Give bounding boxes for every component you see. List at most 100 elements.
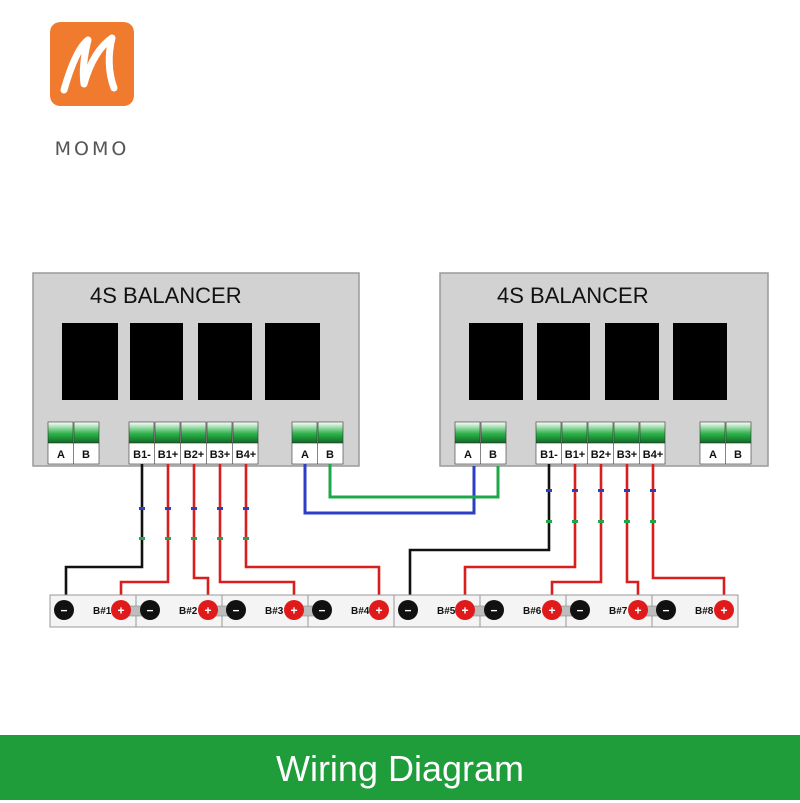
wire-b2-plus (550, 464, 603, 598)
cell-label: B#3 (265, 606, 284, 617)
cell-label: B#7 (609, 606, 628, 617)
wire-b3-plus (218, 464, 296, 598)
terminal-slot (587, 421, 614, 444)
terminal-slot (725, 421, 752, 444)
terminal-label-b3-plus: B3+ (210, 449, 231, 461)
chip (605, 323, 659, 400)
svg-text:+: + (204, 604, 211, 618)
svg-text:−: − (146, 604, 153, 618)
cell-terminal-negative: − − − − − − − − (54, 600, 676, 620)
terminal-label-b4-plus: B4+ (643, 449, 664, 461)
terminal-label-a: A (57, 449, 65, 461)
momo-logo-icon (50, 22, 134, 106)
svg-text:+: + (375, 604, 382, 618)
wire-b2-plus (192, 464, 210, 598)
wiring-diagram: 4S BALANCER A B B1- B1+ B2+ B3+ (32, 272, 769, 628)
terminal-slot (128, 421, 155, 444)
terminal-slot (154, 421, 181, 444)
terminal-slot (561, 421, 588, 444)
balancer-1-title: 4S BALANCER (90, 283, 242, 308)
svg-text:+: + (461, 604, 468, 618)
svg-text:+: + (720, 604, 727, 618)
terminal-slot (639, 421, 666, 444)
footer-banner: Wiring Diagram (0, 735, 800, 800)
svg-text:+: + (634, 604, 641, 618)
terminal-label-a: A (301, 449, 309, 461)
cell-interconnects (127, 605, 662, 617)
terminal-slot (699, 421, 726, 444)
chip (62, 323, 118, 400)
terminal-label-b1-minus: B1- (133, 449, 151, 461)
terminal-slot (317, 421, 344, 444)
terminal-label-b1-minus: B1- (540, 449, 558, 461)
terminal-label-b4-plus: B4+ (236, 449, 257, 461)
terminal-block-balance: B1- B1+ B2+ B3+ B4+ (128, 421, 259, 465)
terminal-block-comm-left: A B (47, 421, 100, 465)
terminal-label-b2-plus: B2+ (591, 449, 612, 461)
terminal-slot (232, 421, 259, 444)
terminal-slot (454, 421, 481, 444)
balancer-2-title: 4S BALANCER (497, 283, 649, 308)
svg-text:−: − (662, 604, 669, 618)
cell-label: B#6 (523, 606, 542, 617)
svg-text:−: − (318, 604, 325, 618)
terminal-label-b: B (326, 449, 334, 461)
wire-b1-minus (408, 464, 551, 598)
wire-b1-plus (463, 464, 577, 598)
cell-label: B#8 (695, 606, 714, 617)
terminal-label-b1-plus: B1+ (158, 449, 179, 461)
chip (130, 323, 183, 400)
chip (537, 323, 590, 400)
wire-comm-b (328, 464, 500, 499)
wire-comm-a (303, 464, 476, 515)
terminal-block-comm-left: A B (454, 421, 507, 465)
terminal-slot (206, 421, 233, 444)
svg-text:−: − (576, 604, 583, 618)
terminal-slot (480, 421, 507, 444)
terminal-label-b: B (734, 449, 742, 461)
terminal-label-b2-plus: B2+ (184, 449, 205, 461)
svg-text:+: + (548, 604, 555, 618)
wire-b4-plus (244, 464, 381, 598)
balancer-1: 4S BALANCER A B B1- B1+ B2+ B3+ (32, 272, 360, 467)
wire-b1-minus (64, 464, 144, 598)
svg-text:+: + (117, 604, 124, 618)
wire-b4-plus (651, 464, 726, 598)
chip (198, 323, 252, 400)
terminal-slot (73, 421, 100, 444)
svg-text:−: − (404, 604, 411, 618)
terminal-label-b: B (489, 449, 497, 461)
wire-b3-plus (625, 464, 640, 598)
chip (469, 323, 523, 400)
cell-terminal-positive: + + + + + + + + (111, 600, 734, 620)
svg-text:−: − (232, 604, 239, 618)
balancer-2: 4S BALANCER A B B1- B1+ B2+ B3+ (439, 272, 769, 467)
battery-pack: − − − − − − − − + + + + + + + + B#1 B#2 … (49, 594, 739, 628)
terminal-block-comm-right: A B (699, 421, 752, 465)
wire-connector-marks (139, 489, 656, 540)
momo-logo: MOMO (46, 22, 138, 160)
terminal-slot (291, 421, 318, 444)
svg-text:+: + (290, 604, 297, 618)
terminal-slot (180, 421, 207, 444)
terminal-block-balance: B1- B1+ B2+ B3+ B4+ (535, 421, 666, 465)
terminal-label-b3-plus: B3+ (617, 449, 638, 461)
cell-label: B#4 (351, 606, 370, 617)
logo-text: MOMO (54, 138, 130, 160)
cell-label: B#1 (93, 606, 112, 617)
wire-b1-plus (119, 464, 170, 598)
terminal-label-b1-plus: B1+ (565, 449, 586, 461)
terminal-label-a: A (464, 449, 472, 461)
chip (265, 323, 320, 400)
terminal-label-b: B (82, 449, 90, 461)
terminal-slot (47, 421, 74, 444)
cell-label: B#2 (179, 606, 198, 617)
terminal-block-comm-right: A B (291, 421, 344, 465)
chip (673, 323, 727, 400)
cell-label: B#5 (437, 606, 456, 617)
terminal-label-a: A (709, 449, 717, 461)
svg-text:−: − (60, 604, 67, 618)
svg-text:−: − (490, 604, 497, 618)
terminal-slot (613, 421, 640, 444)
terminal-slot (535, 421, 562, 444)
